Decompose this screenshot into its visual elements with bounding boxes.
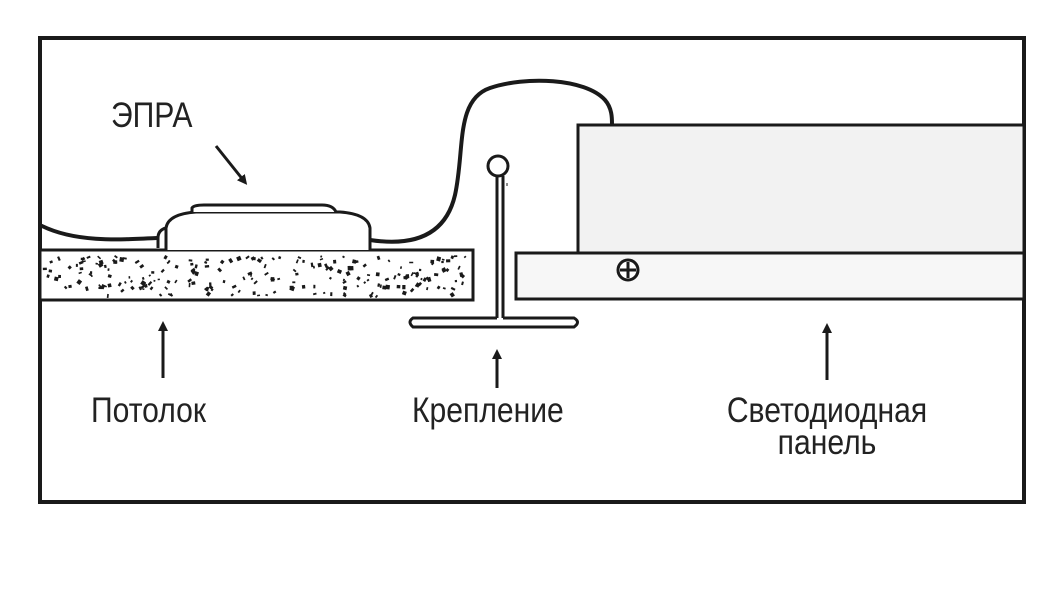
ceiling-label: Потолок — [91, 391, 207, 430]
ballast-arrow — [214, 145, 248, 185]
led-panel — [514, 123, 1026, 301]
panel-label-line1: Светодиодная — [726, 391, 928, 430]
screw-icon — [616, 258, 640, 282]
mounting-bracket — [408, 154, 579, 329]
ballast-unit — [156, 203, 372, 250]
ballast-label: ЭПРА — [111, 96, 193, 135]
ceiling-slab — [38, 248, 475, 302]
panel-label-line2: панель — [777, 423, 877, 462]
ceiling-texture — [42, 254, 467, 299]
power-cable — [40, 78, 614, 244]
mount-label: Крепление — [412, 391, 564, 430]
